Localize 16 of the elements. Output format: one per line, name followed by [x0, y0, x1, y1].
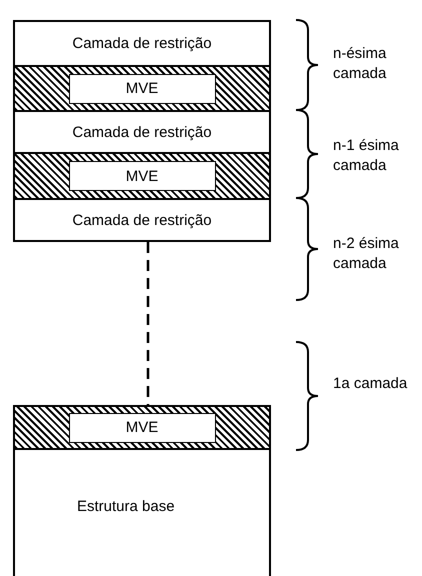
layer-label: MVE	[68, 412, 216, 442]
layer-caption: 1a camada	[333, 374, 408, 394]
layer-caption: n-2 ésima camada	[333, 234, 400, 274]
base-structure-box	[13, 448, 271, 576]
hatched-layer	[13, 152, 271, 200]
layer-label: Estrutura base	[77, 498, 175, 515]
layer-box: Camada de restrição	[13, 20, 271, 67]
layer-box: Camada de restrição	[13, 198, 271, 242]
layer-box: Camada de restrição	[13, 110, 271, 154]
hatched-layer	[13, 65, 271, 112]
dashed-connector	[146, 242, 150, 405]
hatched-layer	[13, 405, 271, 450]
layer-label: MVE	[68, 74, 216, 104]
layer-label: MVE	[68, 161, 216, 191]
layer-caption: n-1 ésima camada	[333, 136, 400, 176]
layer-caption: n-ésima camada	[333, 44, 388, 84]
